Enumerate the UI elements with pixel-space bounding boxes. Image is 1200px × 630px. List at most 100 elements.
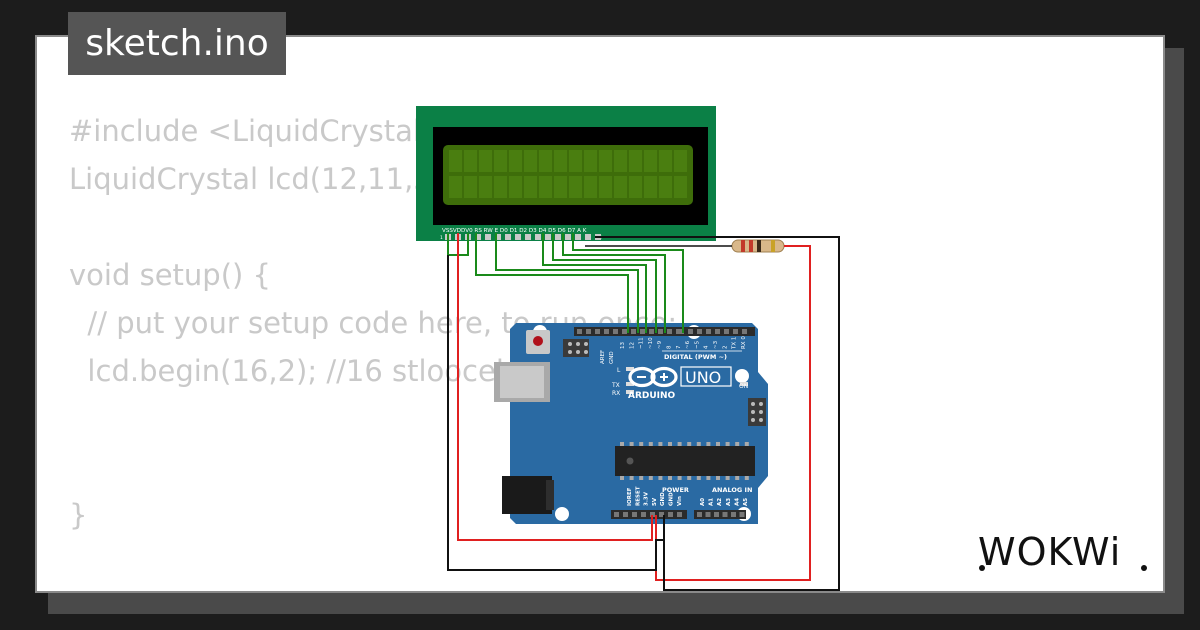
rx-label: RX bbox=[612, 390, 620, 397]
lcd-char-cell bbox=[554, 150, 567, 172]
power-pin-label: IOREF bbox=[627, 487, 633, 506]
chip-pin bbox=[658, 442, 663, 446]
lcd-pin bbox=[535, 234, 541, 240]
analog-header bbox=[694, 510, 746, 519]
lcd-char-cell bbox=[659, 176, 672, 198]
header-hole bbox=[623, 512, 628, 517]
chip-pin bbox=[620, 442, 624, 446]
power-jack bbox=[502, 476, 552, 514]
chip-pin bbox=[744, 442, 749, 446]
header-hole bbox=[614, 512, 619, 517]
power-pin-label: 3.3V bbox=[644, 491, 650, 506]
wokwi-brand: WOKWi bbox=[978, 530, 1121, 574]
lcd-char-cell bbox=[539, 176, 552, 198]
wire-e[interactable] bbox=[495, 233, 639, 333]
header-hole bbox=[640, 329, 645, 334]
header-hole bbox=[705, 512, 711, 517]
power-pin-label: GND bbox=[669, 492, 675, 506]
lcd-pin bbox=[565, 234, 571, 240]
lcd-char-cell bbox=[539, 150, 552, 172]
chip-pin bbox=[629, 442, 634, 446]
header-hole bbox=[667, 329, 672, 334]
chip-pin bbox=[725, 476, 730, 480]
reset-button-cap bbox=[533, 336, 543, 346]
chip-pin bbox=[725, 442, 730, 446]
header-hole bbox=[668, 512, 673, 517]
header-hole bbox=[631, 329, 636, 334]
chip-pin bbox=[668, 442, 672, 446]
lcd-pin bbox=[475, 234, 481, 240]
lcd-char-cell bbox=[509, 176, 522, 198]
lcd-pin-one: 1 bbox=[440, 235, 443, 241]
chip-pin bbox=[687, 442, 692, 446]
chip-pin bbox=[735, 442, 740, 446]
atmega-chip bbox=[615, 442, 755, 480]
lcd-char-cell bbox=[509, 150, 522, 172]
lcd-char-cell bbox=[569, 176, 582, 198]
chip-pin bbox=[639, 442, 644, 446]
lcd-char-cell bbox=[494, 176, 507, 198]
wire-d6[interactable] bbox=[562, 233, 666, 333]
lcd-char-cell bbox=[479, 150, 492, 172]
header-hole bbox=[697, 512, 702, 517]
chip-pin bbox=[696, 476, 701, 480]
chip-pin bbox=[658, 476, 663, 480]
lcd-module[interactable]: VSSVDDV0 RS RW E D0 D1 D2 D3 D4 D5 D6 D7… bbox=[416, 106, 716, 241]
wire-rs[interactable] bbox=[475, 233, 629, 333]
sketch-title-tab[interactable]: sketch.ino bbox=[68, 12, 286, 75]
header-hole bbox=[722, 512, 728, 517]
lcd-pin bbox=[505, 234, 511, 240]
lcd-char-cell bbox=[554, 176, 567, 198]
header-hole bbox=[679, 329, 684, 334]
header-hole bbox=[733, 329, 738, 334]
digital-header-left bbox=[574, 327, 685, 336]
wire-d5[interactable] bbox=[552, 233, 657, 333]
chip-pin bbox=[677, 442, 682, 446]
digital-pin-label: 7 bbox=[676, 345, 682, 349]
chip-pin bbox=[668, 476, 672, 480]
header-hole bbox=[577, 329, 582, 334]
arduino-brand-label: ARDUINO bbox=[628, 391, 676, 401]
lcd-char-cell bbox=[614, 150, 627, 172]
lcd-char-cell bbox=[464, 176, 477, 198]
digital-label: DIGITAL (PWM ~) bbox=[664, 353, 727, 361]
icsp-header-top bbox=[563, 339, 589, 357]
resistor[interactable] bbox=[731, 239, 785, 253]
digital-pin-label: 2 bbox=[722, 346, 728, 350]
sketch-title: sketch.ino bbox=[85, 23, 269, 64]
chip-pin bbox=[706, 442, 711, 446]
wire-d4[interactable] bbox=[542, 233, 647, 333]
wires[interactable] bbox=[447, 233, 840, 591]
icsp-header-side bbox=[748, 398, 766, 426]
header-hole bbox=[659, 512, 664, 517]
lcd-char-cell bbox=[524, 176, 537, 198]
wire-vdd-5v[interactable] bbox=[457, 233, 653, 541]
digital-pin-label: ~11 bbox=[639, 337, 645, 349]
wokwi-logo: WOKWi bbox=[978, 530, 1147, 574]
mount-hole bbox=[735, 369, 749, 383]
analog-label: ANALOG IN bbox=[712, 486, 752, 494]
power-label: POWER bbox=[662, 486, 689, 494]
uno-label: UNO bbox=[685, 368, 721, 387]
lcd-pin bbox=[555, 234, 561, 240]
chip-pin bbox=[620, 476, 624, 480]
lcd-char-cell bbox=[674, 150, 687, 172]
aref-label: AREF bbox=[600, 350, 606, 364]
l-label: L bbox=[617, 367, 621, 374]
digital-pin-label: RX 0 bbox=[741, 336, 747, 349]
digital-pin-label: TX 1 bbox=[732, 337, 738, 350]
wire-d7[interactable] bbox=[572, 233, 684, 333]
wire-k-gnd[interactable] bbox=[595, 236, 840, 591]
mount-hole bbox=[555, 507, 569, 521]
digital-pin-label: ~3 bbox=[713, 340, 719, 349]
lcd-pin bbox=[575, 234, 581, 240]
digital-pin-label: 4 bbox=[704, 345, 710, 349]
analog-pin-label: A5 bbox=[743, 498, 749, 506]
uno-badge bbox=[680, 366, 732, 387]
lcd-char-cell bbox=[464, 150, 477, 172]
gnd-label: GND bbox=[609, 351, 615, 364]
